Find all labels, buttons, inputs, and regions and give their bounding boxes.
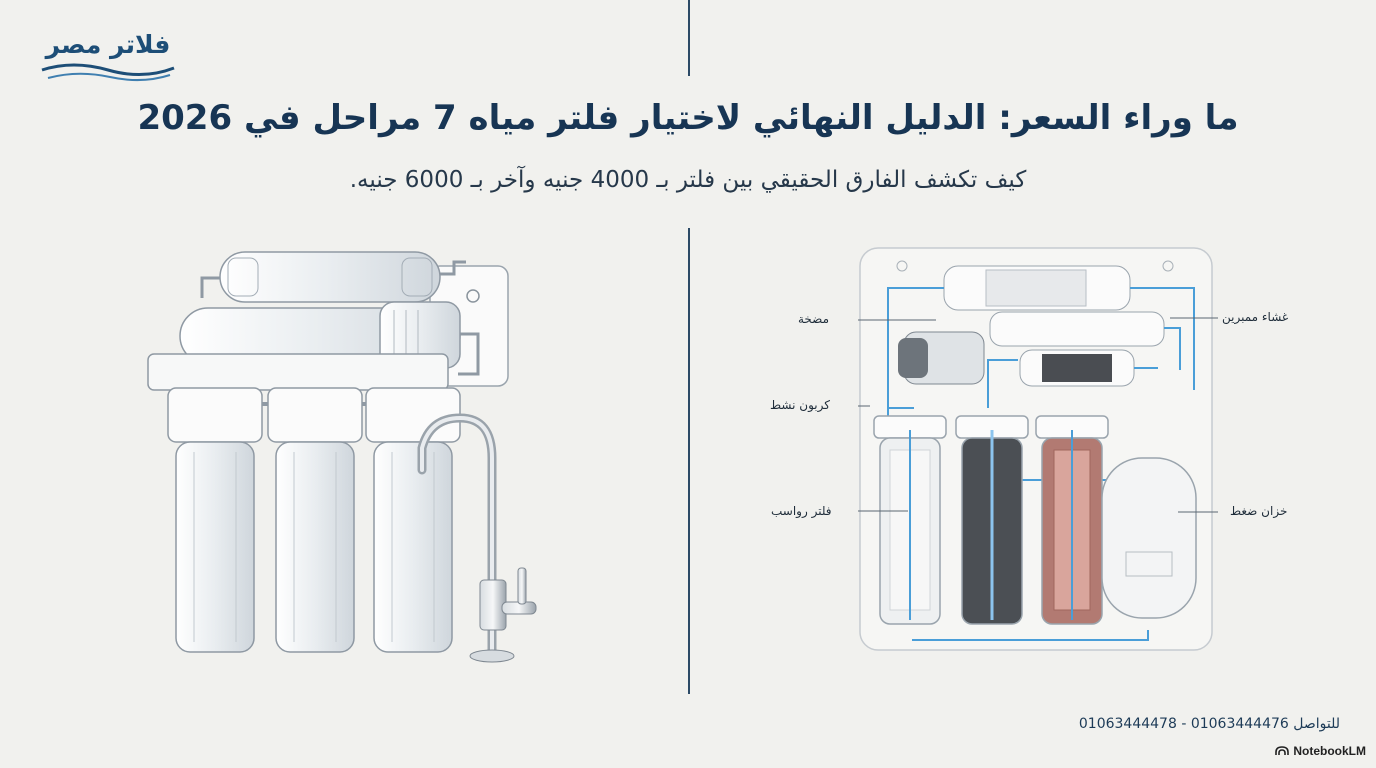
watermark: NotebookLM: [1275, 744, 1366, 758]
logo-wave-icon: [41, 63, 175, 81]
center-divider: [688, 228, 690, 694]
notebooklm-icon: [1275, 746, 1290, 755]
brand-logo-text: فلاتر مصر: [45, 30, 171, 59]
brand-logo: فلاتر مصر: [38, 30, 178, 86]
label-pump: مضخة: [798, 312, 830, 326]
page-subtitle: كيف تكشف الفارق الحقيقي بين فلتر بـ 4000…: [349, 167, 1027, 193]
page-title: ما وراء السعر: الدليل النهائي لاختيار فل…: [137, 98, 1239, 138]
label-membrane: غشاء ممبرين: [1222, 310, 1289, 324]
watermark-text: NotebookLM: [1293, 744, 1366, 758]
label-sediment: فلتر رواسب: [771, 504, 832, 518]
filter-system-diagram: [858, 247, 1218, 651]
top-divider: [688, 0, 690, 76]
label-carbon: كربون نشط: [770, 398, 830, 412]
ro-filter-illustration: [147, 251, 537, 663]
label-tank: خزان ضغط: [1230, 504, 1288, 518]
contact-info: للتواصل 01063444476 - 01063444478: [1078, 716, 1340, 732]
